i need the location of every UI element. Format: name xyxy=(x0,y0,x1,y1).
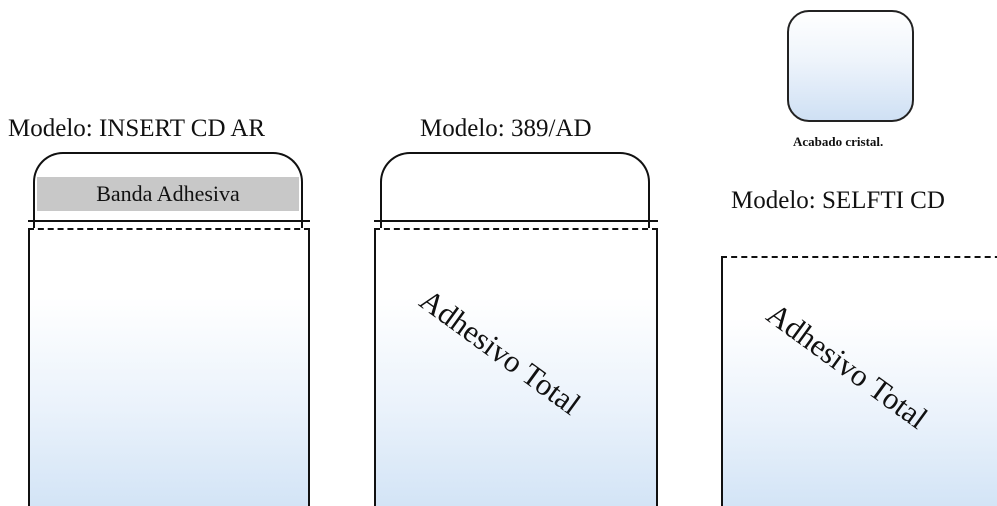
model-insert-flap: Banda Adhesiva xyxy=(33,152,303,228)
model-389-title: Modelo: 389/AD xyxy=(420,115,592,142)
model-selfti-pocket: Adhesivo Total xyxy=(721,256,997,506)
model-389-pocket: Adhesivo Total xyxy=(374,220,658,506)
adhesive-total-label: Adhesivo Total xyxy=(413,282,588,422)
crystal-finish-swatch xyxy=(787,10,914,122)
crystal-finish-label: Acabado cristal. xyxy=(793,134,884,149)
fold-line-dashed xyxy=(721,256,997,258)
fold-line-dashed xyxy=(374,228,658,230)
model-insert-pocket xyxy=(28,220,310,506)
model-selfti-title: Modelo: SELFTI CD xyxy=(731,187,945,214)
model-insert-title: Modelo: INSERT CD AR xyxy=(8,115,266,142)
fold-line-solid xyxy=(374,220,658,222)
fold-line-solid xyxy=(28,220,310,222)
adhesive-band: Banda Adhesiva xyxy=(37,177,299,211)
adhesive-total-label: Adhesivo Total xyxy=(760,296,935,436)
fold-line-dashed xyxy=(28,228,310,230)
model-389-flap xyxy=(380,152,650,228)
